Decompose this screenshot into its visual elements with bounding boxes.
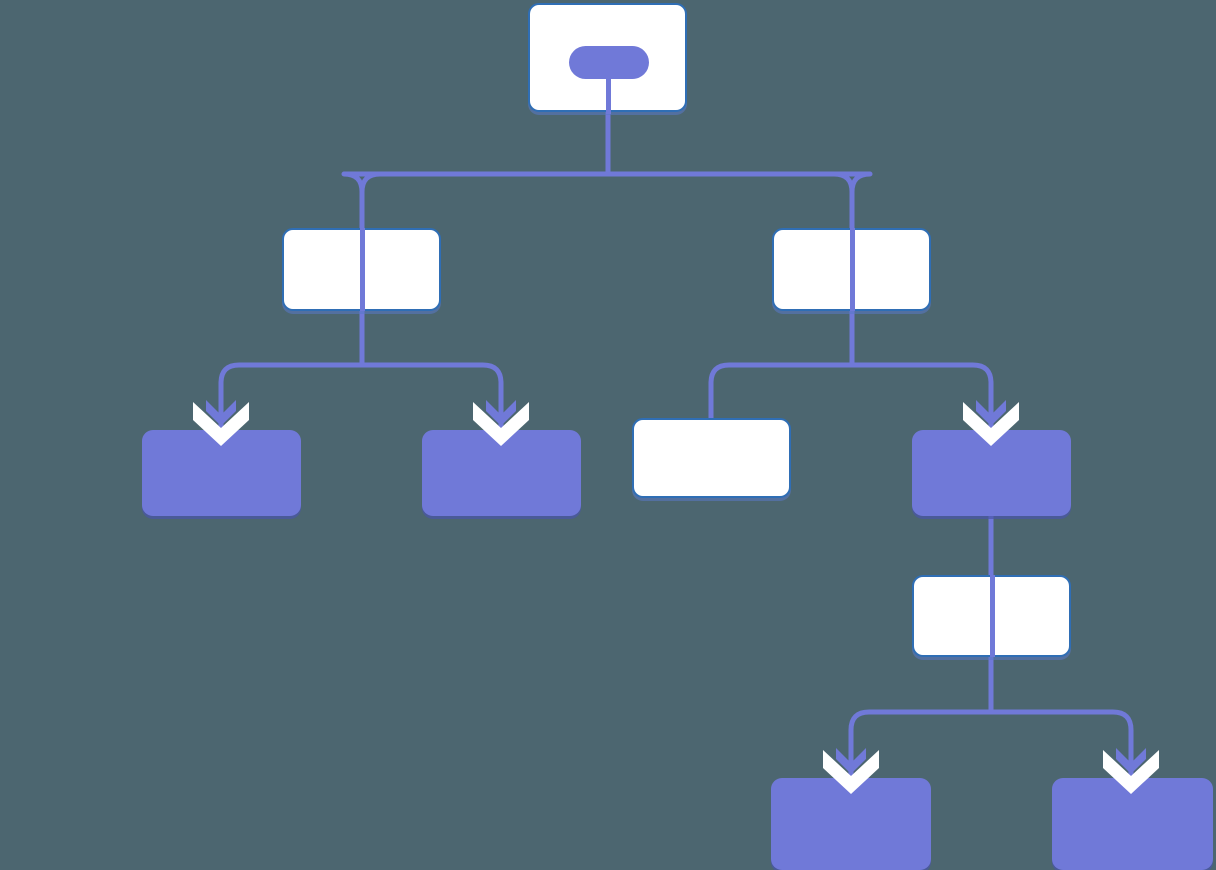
node-through-line [360,228,365,311]
diagram-node-root[interactable] [528,3,687,114]
diagram-node-l3[interactable] [912,575,1071,657]
diagram-node-l2-c[interactable] [632,418,791,498]
diagram-node-l2-a[interactable] [142,430,301,516]
diagram-node-l1-left[interactable] [282,228,441,311]
diagram-node-l2-b[interactable] [422,430,581,516]
diagram-node-l4-b[interactable] [1052,778,1213,870]
root-pill-shape [569,46,649,79]
root-pill-stem [606,75,611,114]
diagram-node-l1-right[interactable] [772,228,931,311]
node-through-line [850,228,855,311]
diagram-node-l2-d[interactable] [912,430,1071,516]
diagram-node-l4-a[interactable] [771,778,931,870]
node-through-line [990,575,995,657]
